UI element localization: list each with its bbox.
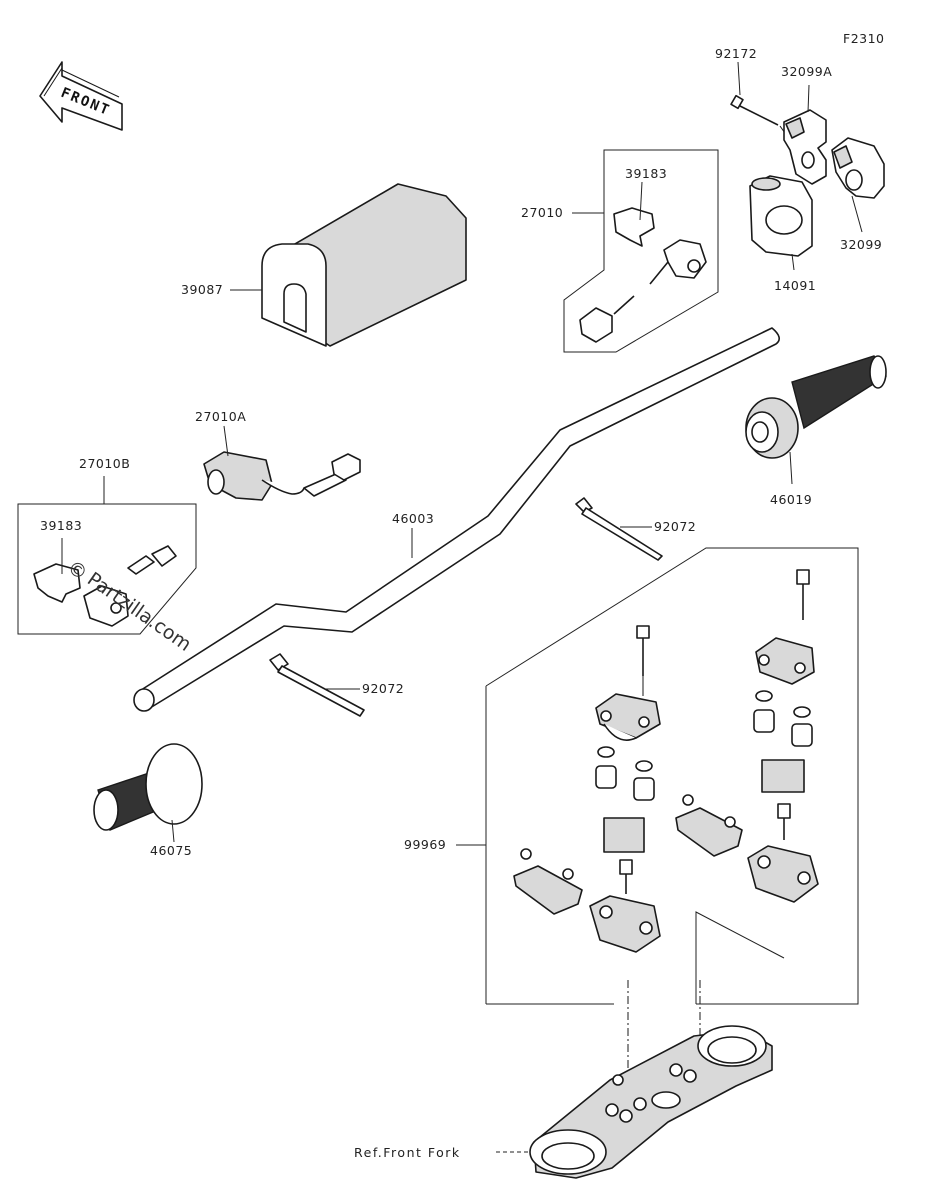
label-27010a: 27010A xyxy=(195,409,246,424)
watermark: © Partzilla.com xyxy=(63,556,195,656)
cover-14091 xyxy=(749,175,813,271)
label-92172: 92172 xyxy=(715,46,757,61)
label-92072-top: 92072 xyxy=(654,519,696,534)
switch-27010a xyxy=(203,425,361,501)
diagram-code: F2310 xyxy=(843,31,885,46)
label-14091: 14091 xyxy=(774,278,816,293)
grip-throttle-46019 xyxy=(745,355,887,485)
label-39183-top: 39183 xyxy=(625,166,667,181)
label-39183-left: 39183 xyxy=(40,518,82,533)
throttle-housing-32099a xyxy=(783,84,827,185)
cable-tie-92072-top xyxy=(575,497,663,561)
label-46019: 46019 xyxy=(770,492,812,507)
switch-group-27010b xyxy=(17,476,197,635)
label-46075: 46075 xyxy=(150,843,192,858)
screw-92172 xyxy=(730,61,807,164)
front-fork-triple-clamp xyxy=(496,980,773,1179)
label-27010b: 27010B xyxy=(79,456,130,471)
label-27010: 27010 xyxy=(521,205,563,220)
label-32099: 32099 xyxy=(840,237,882,252)
label-32099a: 32099A xyxy=(781,64,832,79)
cable-tie-92072-left xyxy=(269,653,365,717)
switch-group-27010 xyxy=(563,149,719,353)
handlebar-46003 xyxy=(133,327,780,712)
throttle-cover-32099 xyxy=(831,137,885,233)
label-46003: 46003 xyxy=(392,511,434,526)
label-ref-front-fork: Ref.Front Fork xyxy=(354,1145,461,1160)
grip-46075 xyxy=(93,743,203,843)
label-39087: 39087 xyxy=(181,282,223,297)
label-92072-left: 92072 xyxy=(362,681,404,696)
handlebar-pad-39087 xyxy=(230,183,467,347)
front-direction-arrow: FRONT xyxy=(39,61,123,131)
label-99969: 99969 xyxy=(404,837,446,852)
clamp-kit-99969 xyxy=(456,547,859,1005)
